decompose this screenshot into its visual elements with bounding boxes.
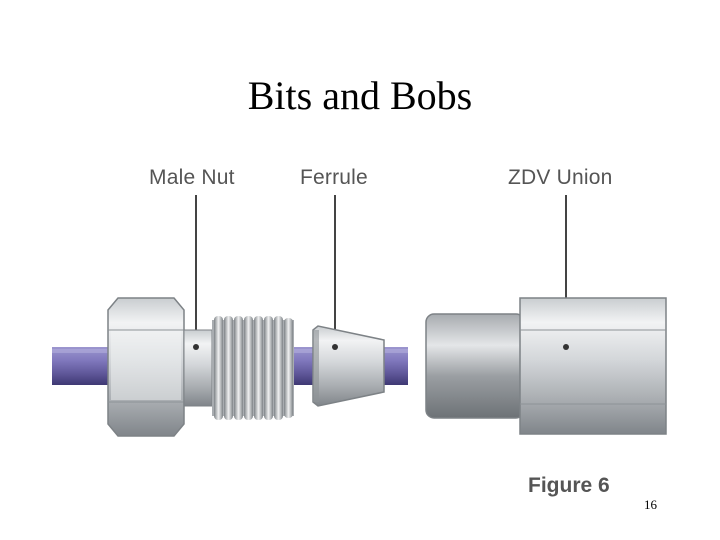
male-nut-dot bbox=[193, 344, 199, 350]
slide-title: Bits and Bobs bbox=[247, 73, 473, 118]
male-nut-label: Male Nut bbox=[149, 166, 235, 189]
ferrule-dot bbox=[332, 344, 338, 350]
zdv-union-dot bbox=[563, 344, 569, 350]
ferrule bbox=[312, 325, 385, 407]
male-nut-hex-face bbox=[111, 330, 181, 400]
figure-caption: Figure 6 bbox=[528, 474, 610, 497]
male-nut-threads bbox=[212, 316, 294, 420]
page-number: 16 bbox=[644, 497, 657, 512]
male-nut bbox=[107, 297, 294, 437]
zdv-union-label: ZDV Union bbox=[508, 166, 613, 189]
zdv-union-body bbox=[519, 297, 667, 435]
ferrule-label: Ferrule bbox=[300, 166, 368, 189]
male-nut-neck bbox=[183, 329, 213, 407]
zdv-union bbox=[425, 297, 667, 435]
zdv-union-nose bbox=[425, 313, 525, 419]
leader-dots bbox=[193, 344, 569, 350]
